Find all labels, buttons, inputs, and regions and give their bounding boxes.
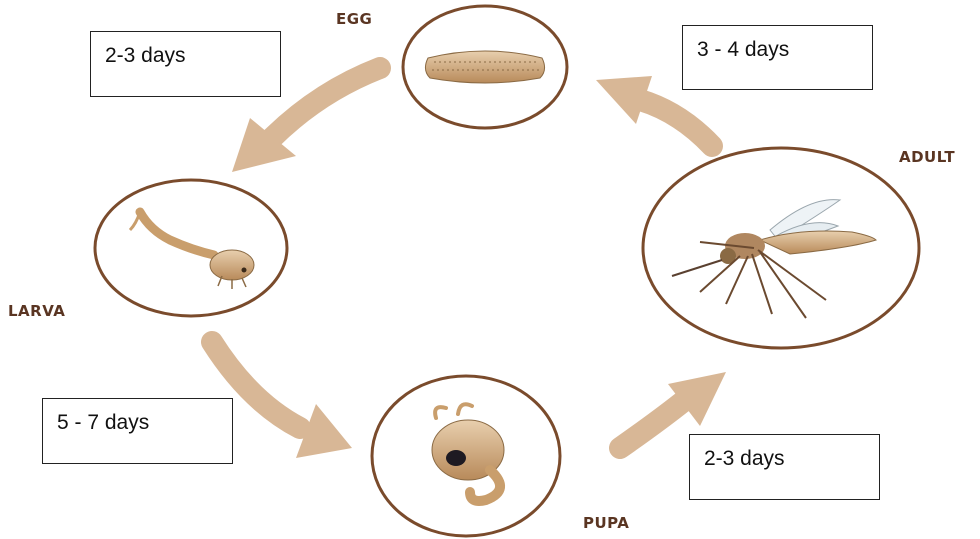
duration-egg-to-larva: 2-3 days: [90, 31, 281, 97]
adult-label: ADULT: [899, 148, 955, 166]
pupa-stage: [372, 376, 560, 536]
egg-icon: [425, 51, 544, 83]
egg-stage: [403, 6, 567, 128]
adult-stage: [643, 148, 919, 348]
duration-pupa-to-adult: 2-3 days: [689, 434, 880, 500]
duration-larva-to-pupa: 5 - 7 days: [42, 398, 233, 464]
larva-label: LARVA: [8, 302, 65, 320]
arrow-larva-to-pupa: [212, 342, 352, 458]
larva-stage: [95, 180, 287, 316]
egg-label: EGG: [336, 10, 372, 28]
pupa-label: PUPA: [583, 514, 629, 532]
duration-adult-to-egg: 3 - 4 days: [682, 25, 873, 90]
